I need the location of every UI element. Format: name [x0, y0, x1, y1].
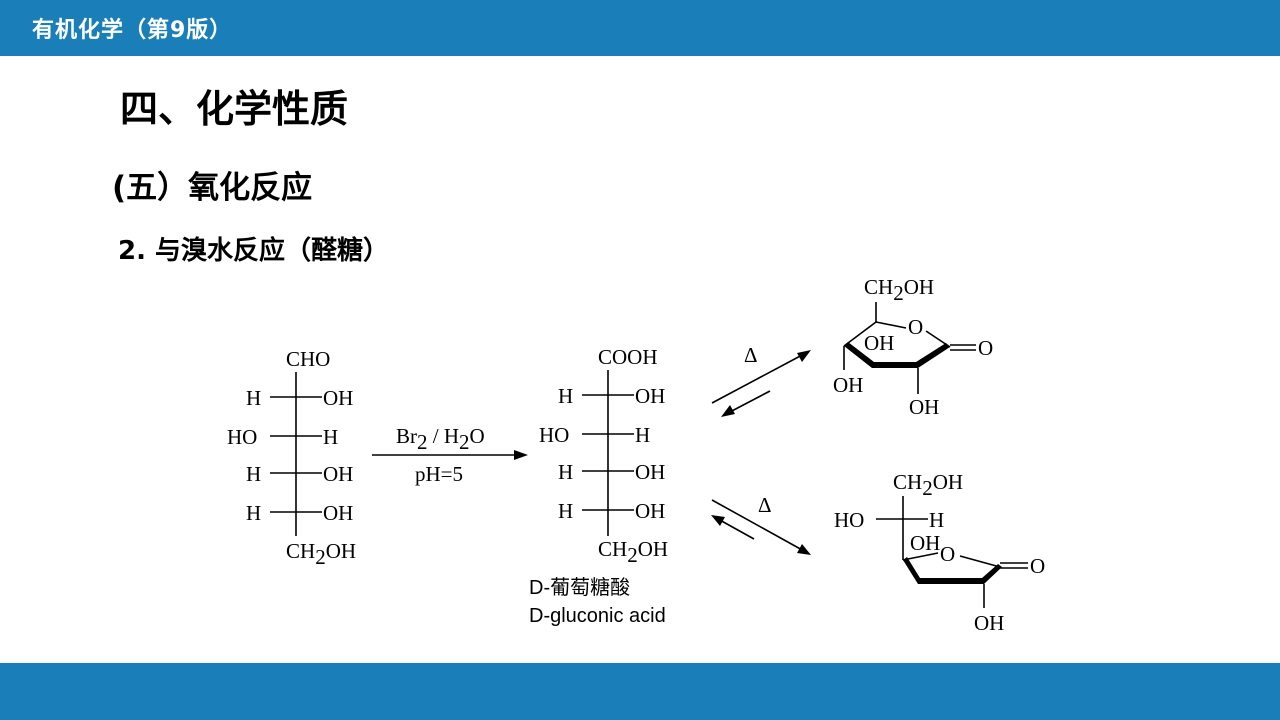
arrow-head — [514, 450, 528, 460]
glucose-c3-right: H — [323, 425, 338, 449]
gamma-h-right: H — [929, 508, 944, 532]
topic-heading: 2. 与溴水反应（醛糖） — [118, 236, 390, 266]
gluconic-c5-left: H — [558, 499, 573, 523]
glucose-fischer: CHO H OH HO H H OH H OH CH2OH — [227, 347, 356, 569]
heat-lower: Δ — [758, 493, 772, 517]
delta-oh-bottom: OH — [909, 395, 939, 419]
glucose-c4-left: H — [246, 462, 261, 486]
glucose-c5-left: H — [246, 501, 261, 525]
gamma-oh-bottom: OH — [974, 611, 1004, 635]
gamma-ho-left: HO — [834, 508, 864, 532]
gamma-ring-c4-o — [902, 552, 939, 561]
glucose-c5-right: OH — [323, 501, 353, 525]
gluconic-fischer: COOH H OH HO H H OH H OH CH2OH D-葡萄糖酸 D-… — [529, 345, 668, 627]
delta-carbonyl-o: O — [978, 336, 993, 360]
delta-ring-c5-c4 — [843, 321, 877, 347]
gluconic-c3-right: H — [635, 423, 650, 447]
gluconic-ch2oh: CH2OH — [598, 537, 668, 567]
glucose-ch2oh: CH2OH — [286, 539, 356, 569]
gluconic-c5-right: OH — [635, 499, 665, 523]
eq-upper-back-head — [721, 405, 735, 417]
delta-oh-left: OH — [833, 373, 863, 397]
gluconic-cooh: COOH — [598, 345, 658, 369]
gluconic-c2-right: OH — [635, 384, 665, 408]
gluconic-name-en: D-gluconic acid — [529, 605, 666, 627]
delta-ch2oh: CH2OH — [864, 275, 934, 305]
gluconic-c3-left: HO — [539, 423, 569, 447]
gamma-lactone: CH2OH HO H OH O O OH — [834, 470, 1045, 635]
glucose-c4-right: OH — [323, 462, 353, 486]
equilibrium-upper: Δ — [711, 343, 811, 417]
conditions-label: pH=5 — [415, 462, 463, 486]
reagent-label: Br2 / H2O — [396, 424, 485, 454]
glucose-cho: CHO — [286, 347, 330, 371]
header-bar: 有机化学（第9版） — [0, 0, 1280, 56]
gluconic-c4-right: OH — [635, 460, 665, 484]
book-title: 有机化学（第9版） — [32, 18, 233, 43]
delta-ring-front-bold — [844, 342, 950, 368]
equilibrium-lower: Δ — [711, 493, 811, 555]
eq-upper-back — [727, 390, 771, 414]
delta-ring-c5-o — [875, 321, 907, 329]
delta-lactone: CH2OH O O OH OH OH — [833, 275, 993, 419]
reaction-arrow: Br2 / H2O pH=5 — [372, 424, 528, 486]
glucose-c2-left: H — [246, 386, 261, 410]
eq-lower-forward-head — [797, 544, 811, 555]
delta-ring-o: O — [908, 315, 923, 339]
gluconic-name-cn: D-葡萄糖酸 — [529, 576, 630, 599]
gamma-ring-o: O — [940, 542, 955, 566]
heat-upper: Δ — [744, 343, 758, 367]
gamma-oh-upper: OH — [910, 531, 940, 555]
eq-lower-forward — [711, 499, 805, 552]
footer-bar — [0, 663, 1280, 720]
glucose-c2-right: OH — [323, 386, 353, 410]
eq-lower-back-head — [711, 515, 725, 526]
section-heading: 四、化学性质 — [120, 87, 349, 131]
gluconic-c4-left: H — [558, 460, 573, 484]
gluconic-c2-left: H — [558, 384, 573, 408]
gamma-ring-front-bold — [903, 557, 1002, 584]
glucose-c3-left: HO — [227, 425, 257, 449]
gamma-carbonyl-o: O — [1030, 554, 1045, 578]
delta-oh-upper: OH — [864, 331, 894, 355]
subsection-heading: (五）氧化反应 — [112, 170, 313, 206]
gamma-ch2oh: CH2OH — [893, 470, 963, 500]
eq-upper-forward — [711, 353, 805, 404]
eq-upper-forward-head — [797, 350, 811, 362]
eq-lower-back — [717, 518, 755, 540]
gamma-ring-o-c1 — [959, 555, 1001, 568]
